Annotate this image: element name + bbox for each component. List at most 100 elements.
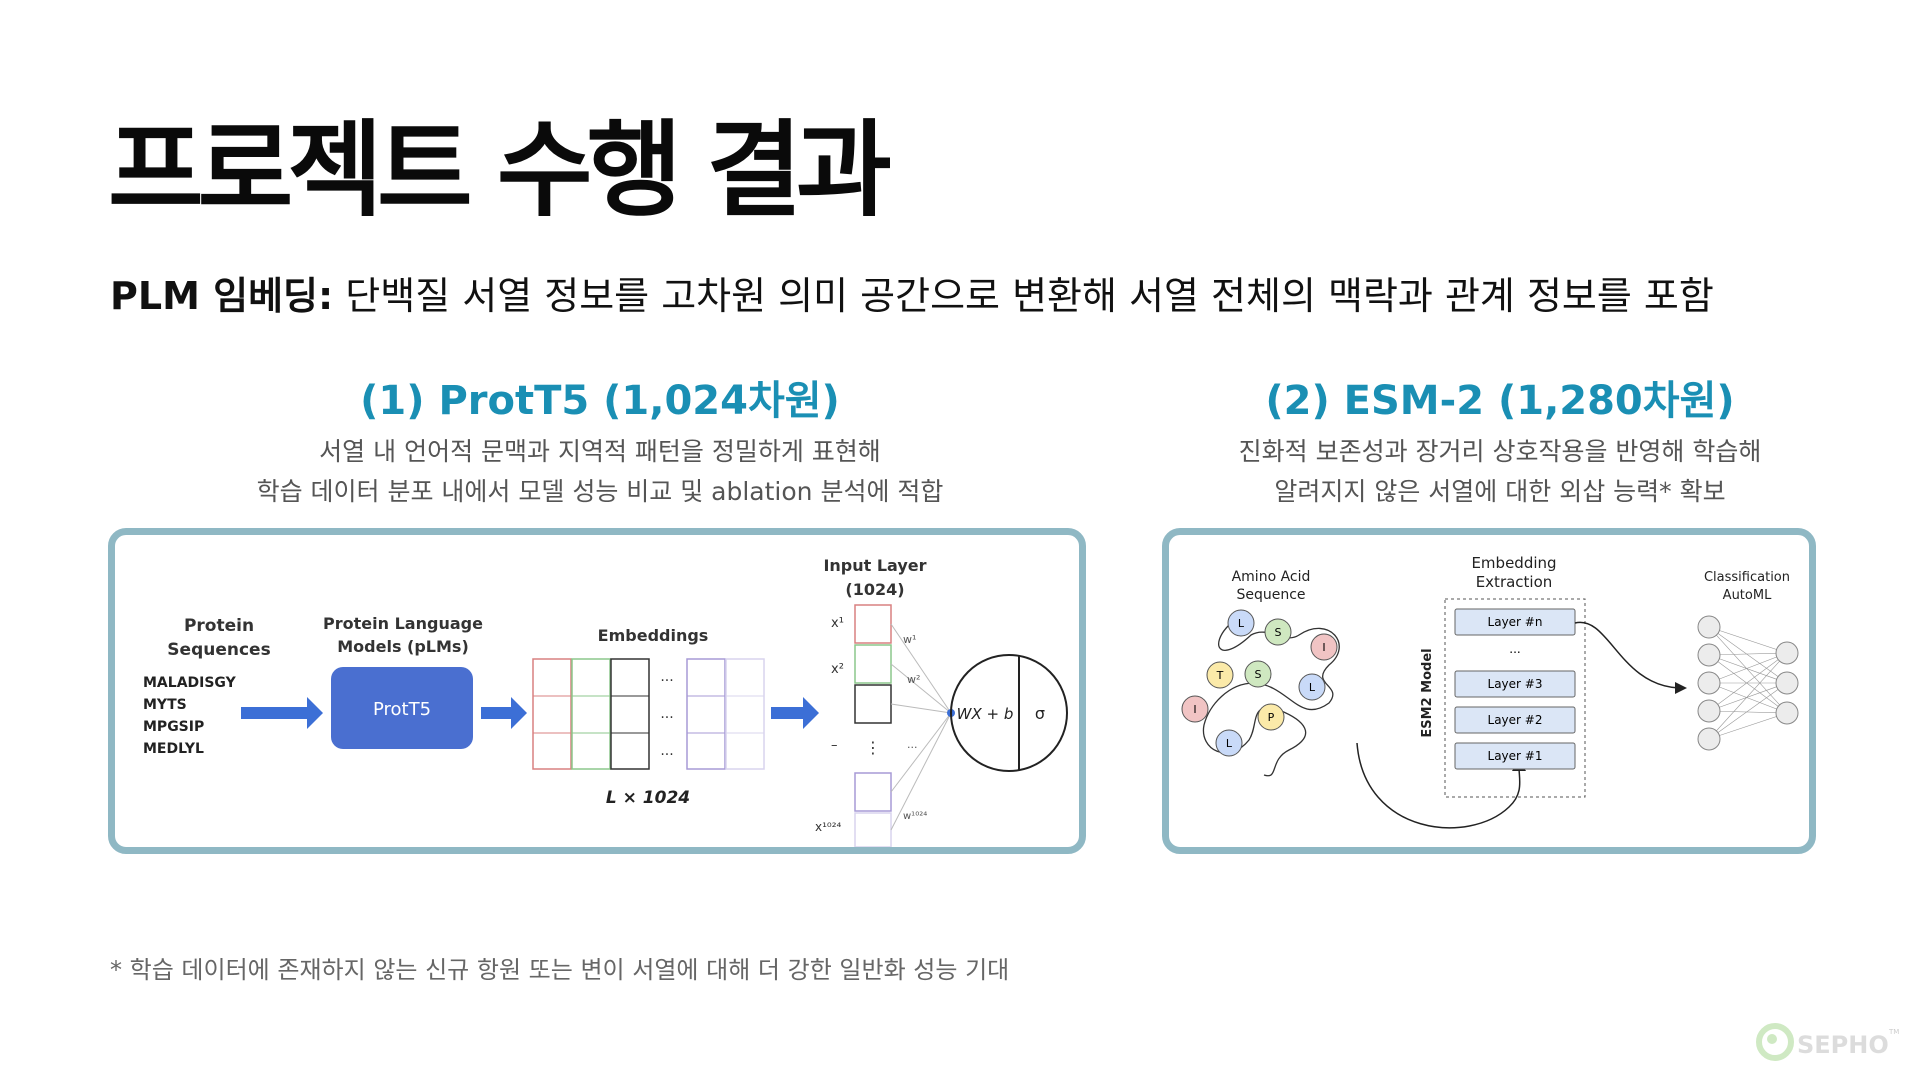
classifier-nodes [1697,615,1799,751]
page-title: 프로젝트 수행 결과 [108,109,892,231]
weight-w1: w¹ [903,633,916,646]
classifier-input-node [1697,615,1721,639]
embedding-extraction-title-2: Extraction [1476,573,1553,591]
classifier-connection [1708,626,1788,714]
sequence-3: MPGSIP [143,719,204,735]
embedding-dots: ... [660,669,673,685]
classifier-input-node [1697,699,1721,723]
subtitle-label: PLM 임베딩: [110,274,334,318]
classifier-output-node [1775,701,1799,725]
esm2-layers: Layer #n ... Layer #3 Layer #2 Layer #1 [1454,608,1576,770]
input-layer-title-2: (1024) [845,580,904,599]
residue-node [1257,703,1285,731]
section-1-desc-line-2: 학습 데이터 분포 내에서 모델 성능 비교 및 ablation 분석에 적합 [256,477,944,506]
esm2-model-label: ESM2 Model [1420,648,1435,737]
embedding-column-green [571,658,611,770]
layer-1 [1454,742,1576,770]
residue-node [1215,729,1243,757]
subtitle-text: 단백질 서열 정보를 고차원 의미 공간으로 변환해 서열 전체의 맥락과 관계… [345,274,1714,318]
input-x1: x¹ [831,616,844,631]
weight-line [890,712,952,831]
sepho-logo: SEPHO TM [1756,1023,1899,1061]
esm2-model-box [1444,598,1586,798]
layer-3-label: Layer #3 [1488,677,1543,691]
classifier-connection [1708,712,1788,740]
amino-acid-title-2: Sequence [1236,587,1305,603]
weight-line [890,712,952,793]
layer-1-label: Layer #1 [1488,749,1543,763]
classifier-input-node [1697,643,1721,667]
classifier-connection [1708,652,1788,656]
classifier-connections [1708,626,1788,740]
embeddings-title: Embeddings [598,626,709,645]
residue-node [1264,618,1292,646]
classifier-connection [1708,652,1788,740]
embeddings-grid: ... ... ... [532,658,765,770]
section-2-description: 진화적 보존성과 장거리 상호작용을 반영해 학습해 알려지지 않은 서열에 대… [1120,432,1880,512]
weight-lines [890,623,952,831]
weight-line [890,623,952,714]
input-layer-title-1: Input Layer [823,556,926,575]
input-x2: x² [831,662,844,677]
logo-dot-icon [1767,1034,1777,1044]
classifier-connection [1708,652,1788,684]
residue-node [1181,695,1209,723]
weight-wn: w¹⁰²⁴ [903,811,927,822]
embedding-extraction-title-1: Embedding [1471,554,1556,572]
input-cell-light [854,812,892,847]
prott5-diagram: Protein Sequences MALADISGY MYTS MPGSIP … [143,556,1068,847]
section-2-desc-line-1: 진화적 보존성과 장거리 상호작용을 반영해 학습해 [1238,437,1762,466]
embeddings-dimension: L × 1024 [606,788,690,808]
layer-3 [1454,670,1576,698]
layer-2-label: Layer #2 [1488,713,1543,727]
neuron-activation: σ [1035,704,1045,723]
layer-dots: ... [1509,642,1520,656]
classifier-connection [1708,652,1788,712]
prott5-diagram-frame: Protein Sequences MALADISGY MYTS MPGSIP … [108,528,1086,854]
classifier-connection [1708,682,1788,714]
arrow-plm-to-embeddings [481,697,527,729]
esm2-diagram: Amino Acid Sequence L S I T S L I P L [1181,554,1799,829]
logo-text: SEPHO [1797,1031,1889,1059]
residue-label: S [1255,668,1262,681]
classifier-connection [1708,682,1788,712]
footnote: * 학습 데이터에 존재하지 않는 신규 항원 또는 변이 서열에 대해 더 강… [110,956,1010,984]
sequence-4: MEDLYL [143,741,204,757]
residue-label: L [1238,617,1245,630]
embedding-column-light [725,658,765,770]
classifier-output-node [1775,641,1799,665]
residue-label: I [1322,641,1325,654]
protein-sequences-title-1: Protein [184,616,254,636]
residue-label: S [1275,626,1282,639]
esm2-diagram-frame: Amino Acid Sequence L S I T S L I P L [1162,528,1816,854]
classifier-connection [1708,682,1788,740]
logo-ring-icon [1756,1023,1794,1061]
arrow-layer-to-classifier [1574,621,1680,689]
weight-line [890,663,952,714]
arrow-embeddings-to-input [771,697,819,729]
embedding-column-purple [686,658,726,770]
residue-node [1227,609,1255,637]
input-xn: x¹⁰²⁴ [815,820,842,834]
input-cell-purple [854,772,892,812]
layer-2 [1454,706,1576,734]
classifier-connection [1708,626,1788,684]
classifier-input-node [1697,671,1721,695]
arrow-sequence-to-model [1356,742,1521,829]
amino-acid-title-1: Amino Acid [1232,569,1311,585]
input-cell-green [854,644,892,684]
classifier-connection [1708,654,1788,714]
input-dash: – [831,738,838,753]
classifier-connection [1708,626,1788,654]
embedding-column-red [532,658,572,770]
residue-label: I [1193,703,1196,716]
neuron-circle [950,654,1068,772]
arrow-sequences-to-plm [241,697,323,729]
plm-title-1: Protein Language [323,614,483,633]
residue-label: L [1226,737,1233,750]
residue-node [1244,660,1272,688]
residue-node [1298,673,1326,701]
plm-title-2: Models (pLMs) [337,637,469,656]
sequence-1: MALADISGY [143,675,237,691]
residue-label: P [1268,711,1275,724]
